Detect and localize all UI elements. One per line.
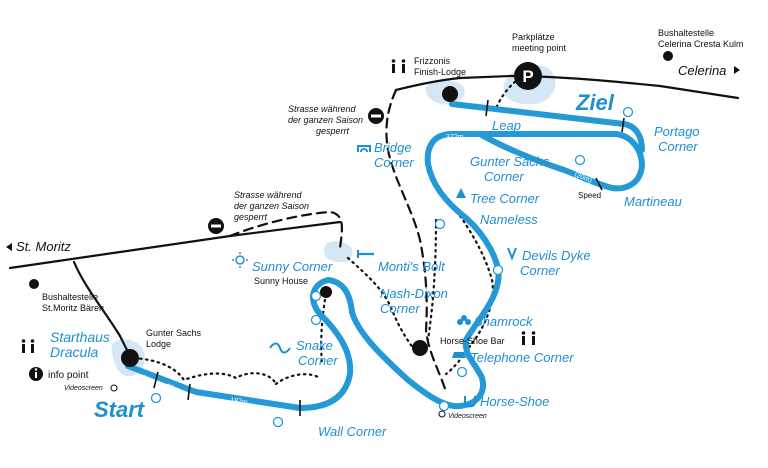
no-entry-icon bbox=[368, 108, 384, 124]
finish-label: Ziel bbox=[575, 90, 615, 115]
clock-icon bbox=[150, 392, 162, 404]
lake-sunny bbox=[324, 241, 353, 263]
sunny-house-label: Sunny House bbox=[254, 276, 308, 286]
corner-bridge: Bridge Corner bbox=[374, 140, 415, 170]
corner-portago: Portago Corner bbox=[654, 124, 703, 154]
starthaus-dot bbox=[121, 349, 139, 367]
bridge-icon bbox=[357, 145, 371, 153]
st-moritz-label: St. Moritz bbox=[16, 239, 71, 254]
track-finish bbox=[449, 101, 645, 153]
horse-shoe-bar-label: Horse-Shoe Bar bbox=[440, 336, 505, 346]
clock-icon bbox=[622, 106, 634, 118]
toilet-icon bbox=[521, 331, 536, 345]
corner-nameless: Nameless bbox=[480, 212, 538, 227]
corner-snake: Snake Corner bbox=[296, 338, 338, 368]
clock-icon bbox=[438, 400, 450, 412]
tree-icon bbox=[456, 188, 466, 198]
distance-label: 238m bbox=[339, 364, 349, 383]
sun-icon bbox=[232, 252, 248, 268]
corner-shamrock: Shamrock bbox=[474, 314, 534, 329]
clock-icon bbox=[434, 218, 446, 230]
distance-label: (20m) bbox=[573, 171, 593, 184]
track-ticks bbox=[153, 99, 625, 416]
corner-sunny: Sunny Corner bbox=[252, 259, 333, 274]
no-entry-icon bbox=[208, 218, 224, 234]
distance-label: 15m bbox=[137, 373, 152, 384]
clock-icon bbox=[310, 290, 322, 302]
main-road-west bbox=[8, 220, 342, 270]
dashed-road-west bbox=[228, 210, 344, 250]
starthaus-label: Starthaus Dracula bbox=[50, 329, 114, 360]
bus-stop-dot bbox=[29, 279, 39, 289]
parking-letter: P bbox=[522, 67, 533, 86]
frizzonis-label: Frizzonis Finish-Lodge bbox=[414, 56, 466, 77]
shamrock-icon bbox=[457, 315, 471, 325]
corner-wall: Wall Corner bbox=[318, 424, 387, 439]
dashed-road-north bbox=[385, 88, 448, 394]
info-icon bbox=[29, 367, 43, 381]
horseshoe-icon bbox=[464, 396, 476, 408]
arrow-left-icon bbox=[6, 243, 12, 251]
snake-icon bbox=[269, 342, 291, 354]
corner-martineau: Martineau bbox=[624, 194, 682, 209]
start-label: Start bbox=[94, 397, 146, 422]
clock-icon bbox=[492, 264, 504, 276]
distance-label: 231m bbox=[647, 158, 654, 176]
toilet-icon bbox=[391, 59, 406, 73]
footpaths bbox=[132, 76, 522, 386]
location-dots bbox=[29, 51, 673, 367]
distance-label: 50m bbox=[165, 383, 180, 394]
bus-stop-celerina-label: Bushaltestelle Celerina Cresta Kulm bbox=[658, 28, 744, 49]
parking-label: Parkplätze meeting point bbox=[512, 32, 567, 53]
corner-horse-shoe: Horse-Shoe bbox=[480, 394, 549, 409]
road-to-starthaus bbox=[72, 260, 132, 358]
videoscreen-label: Videoscreen bbox=[448, 413, 487, 420]
road-closed-notice: Strasse während der ganzen Saison gesper… bbox=[288, 104, 366, 136]
frizzonis-dot bbox=[442, 86, 458, 102]
clock-icon bbox=[456, 366, 468, 378]
clock-icons bbox=[150, 106, 634, 428]
corner-telephone: Telephone Corner bbox=[470, 350, 574, 365]
horse-shoe-bar-dot bbox=[412, 340, 428, 356]
devils-dyke-icon bbox=[507, 247, 517, 261]
toilet-icon bbox=[21, 339, 35, 353]
info-point-label: info point bbox=[48, 370, 89, 381]
gunter-sachs-lodge-label: Gunter Sachs Lodge bbox=[146, 328, 204, 349]
sunny-house-dot bbox=[320, 286, 332, 298]
corner-devils-dyke: Devils Dyke Corner bbox=[520, 248, 594, 278]
bolt-icon bbox=[356, 250, 374, 258]
distance-label: 285m bbox=[476, 282, 491, 301]
corner-tree: Tree Corner bbox=[470, 191, 540, 206]
videoscreen-label: Videoscreen bbox=[64, 385, 103, 392]
distance-label: 372m bbox=[446, 134, 464, 141]
corner-leap: Leap bbox=[492, 118, 521, 133]
bus-stop-dot bbox=[663, 51, 673, 61]
videoscreen-icon bbox=[438, 410, 446, 418]
parking-icon: P bbox=[514, 62, 542, 90]
clock-icon bbox=[574, 154, 586, 166]
distance-label: 187m bbox=[230, 397, 248, 406]
road-closed-notice: Strasse während der ganzen Saison gesper… bbox=[234, 190, 312, 222]
arrow-right-icon bbox=[734, 66, 740, 74]
corner-montis-bolt: Monti's Bolt bbox=[378, 259, 446, 274]
corner-gunter-sachs: Gunter Sachs Corner bbox=[470, 154, 553, 184]
clock-icon bbox=[310, 314, 322, 326]
telephone-icon bbox=[452, 352, 466, 358]
celerina-label: Celerina bbox=[678, 63, 726, 78]
corner-nash-dixon: Nash-Dixon Corner bbox=[380, 286, 452, 316]
speed-label: Speed bbox=[578, 191, 601, 200]
clock-icon bbox=[272, 416, 284, 428]
videoscreen-icon bbox=[110, 384, 118, 392]
bus-stop-baeren-label: Bushaltestelle St.Moritz Bären bbox=[42, 292, 104, 313]
